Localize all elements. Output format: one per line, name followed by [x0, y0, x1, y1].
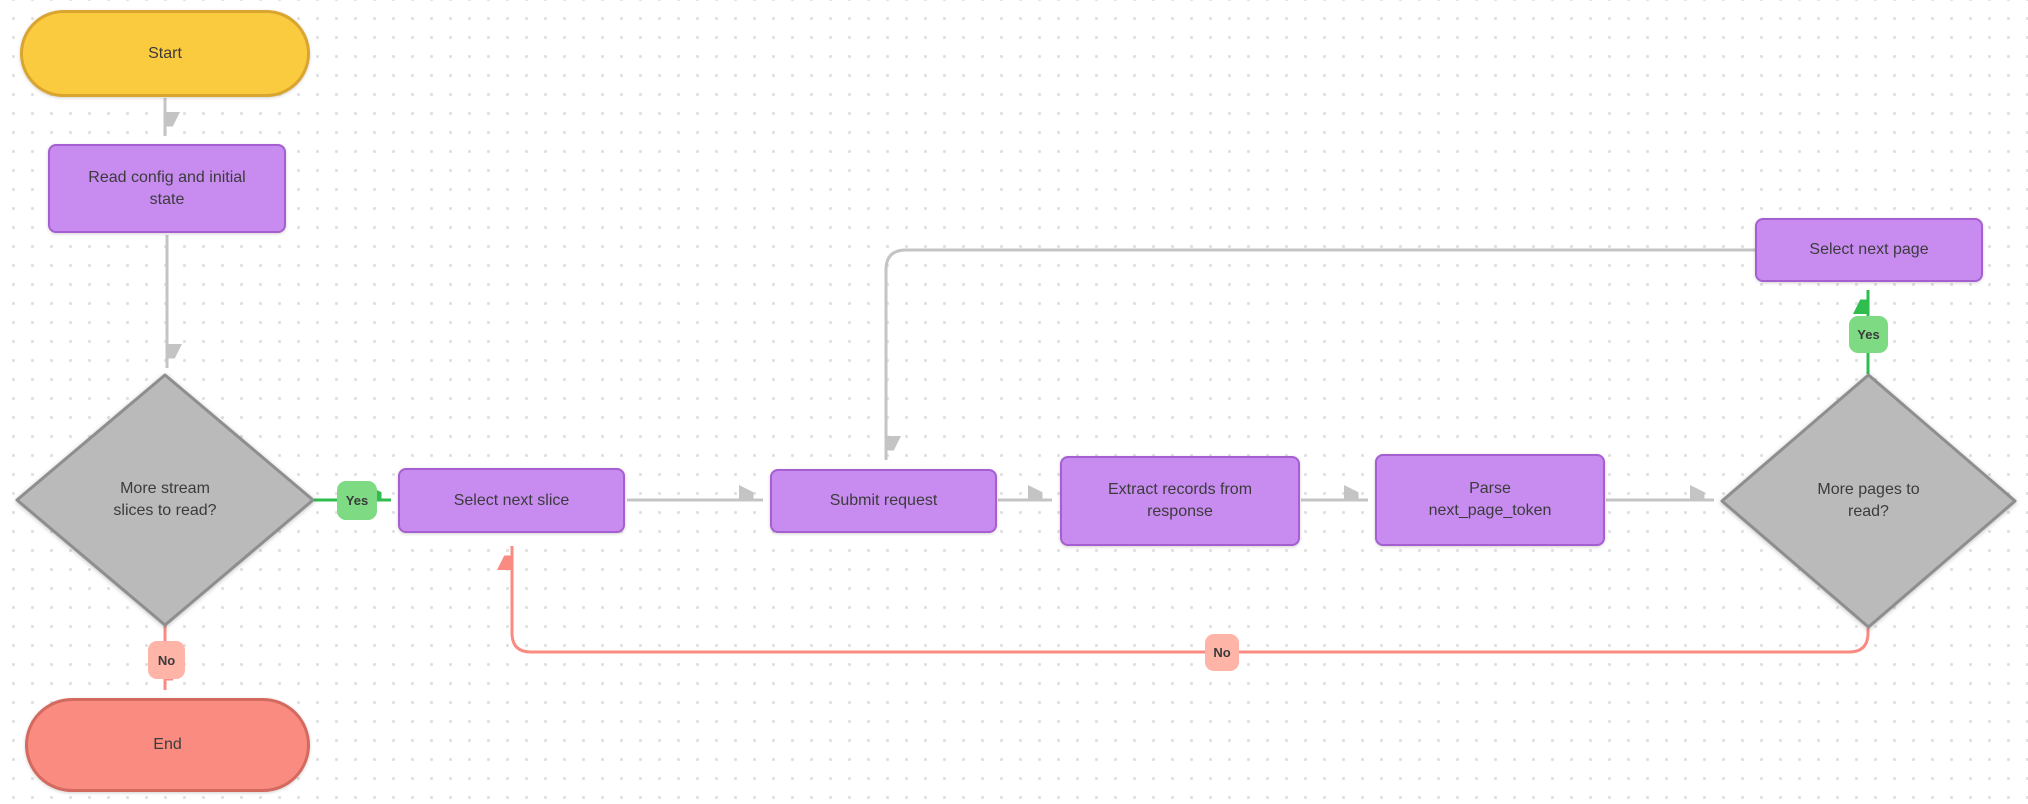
decision-more-slices-shape: [15, 373, 315, 627]
node-select-next-slice: Select next slice: [398, 468, 625, 533]
edge-label-yes-right: Yes: [1849, 316, 1888, 353]
edge-selectpage-to-submitrequest: [884, 248, 1755, 460]
node-submit-request: Submit request: [770, 469, 997, 533]
edge-label-no-bottom: No: [1205, 634, 1239, 671]
node-extract-records: Extract records from response: [1060, 456, 1300, 546]
node-read-config: Read config and initial state: [48, 144, 286, 233]
node-select-next-page: Select next page: [1755, 218, 1983, 282]
node-start: Start: [20, 10, 310, 97]
edge-label-yes-left: Yes: [337, 481, 377, 520]
node-parse-next-page-token: Parse next_page_token: [1375, 454, 1605, 546]
node-more-stream-slices: More stream slices to read?: [113, 480, 217, 519]
node-end: End: [25, 698, 310, 792]
edge-label-no-left: No: [148, 641, 185, 679]
decision-more-pages-shape: [1720, 373, 2017, 629]
node-more-pages: More pages to read?: [1817, 481, 1920, 520]
edge-morepages-no-to-selectslice: [512, 546, 1870, 654]
